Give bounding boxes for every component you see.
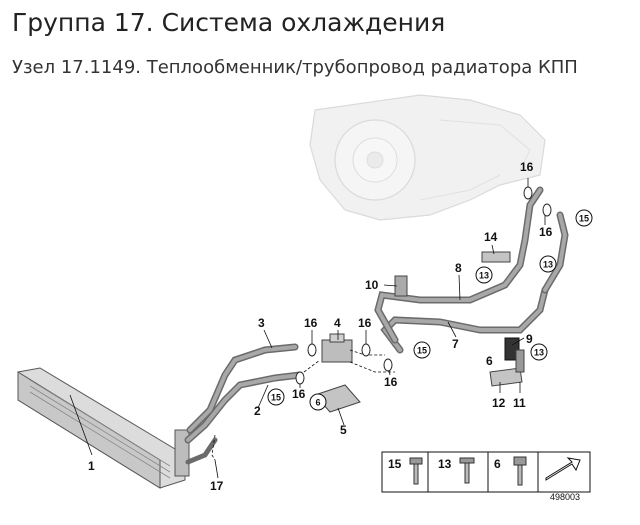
transmission-oil-cooler (17, 367, 190, 489)
callout-9: 9 (526, 332, 533, 346)
diagram-reference-number: 498003 (550, 492, 580, 502)
callout-13-c: 13 (534, 348, 544, 358)
callout-16-d: 16 (358, 316, 372, 330)
callout-15-b: 15 (417, 346, 427, 356)
page-title: Группа 17. Система охлаждения (12, 8, 446, 37)
gearbox-illustration (309, 94, 546, 221)
arrow-icon (545, 457, 581, 481)
callout-15-a: 15 (579, 214, 589, 224)
callout-5: 5 (340, 423, 347, 437)
callout-6: 6 (486, 354, 493, 368)
bolt-13-icon (459, 457, 475, 484)
legend-label-13: 13 (438, 457, 452, 471)
mounting-bracket (489, 349, 525, 387)
callout-1: 1 (88, 459, 95, 473)
callout-2: 2 (254, 404, 261, 418)
callout-13-b: 13 (543, 260, 553, 270)
callout-16-f: 16 (384, 375, 398, 389)
legend-label-6: 6 (494, 457, 501, 471)
leader-lines (69, 178, 546, 479)
callout-16-a: 16 (520, 160, 534, 174)
callout-14: 14 (484, 230, 498, 244)
callout-12: 12 (492, 396, 506, 410)
callout-17: 17 (210, 479, 224, 493)
fastener-legend: 15 13 6 (381, 451, 591, 493)
o-rings (295, 186, 552, 385)
thermostat-valve-block (321, 333, 353, 363)
callout-15-c: 15 (271, 393, 281, 403)
callout-11: 11 (513, 396, 526, 410)
callout-4: 4 (334, 316, 341, 330)
page-subtitle: Узел 17.1149. Теплообменник/трубопровод … (12, 57, 578, 78)
callout-16-e: 16 (292, 387, 306, 401)
bolt-15-icon (409, 457, 423, 485)
legend-label-15: 15 (388, 457, 402, 471)
callout-3: 3 (258, 316, 265, 330)
callout-6-b: 6 (315, 398, 320, 408)
callout-8: 8 (455, 261, 462, 275)
callout-16-c: 16 (304, 316, 318, 330)
callout-13-a: 13 (479, 271, 489, 281)
circled-callouts: 13 13 13 15 15 15 6 (267, 209, 593, 411)
callout-numbers: 1 2 3 4 5 7 8 9 10 11 12 14 16 16 16 16 … (88, 160, 553, 493)
bolt-6-icon (513, 456, 527, 486)
callout-16-b: 16 (539, 225, 553, 239)
callout-7: 7 (452, 337, 459, 351)
oil-cooler-lines (184, 186, 569, 465)
callout-10: 10 (365, 278, 379, 292)
holding-bracket (481, 251, 511, 263)
